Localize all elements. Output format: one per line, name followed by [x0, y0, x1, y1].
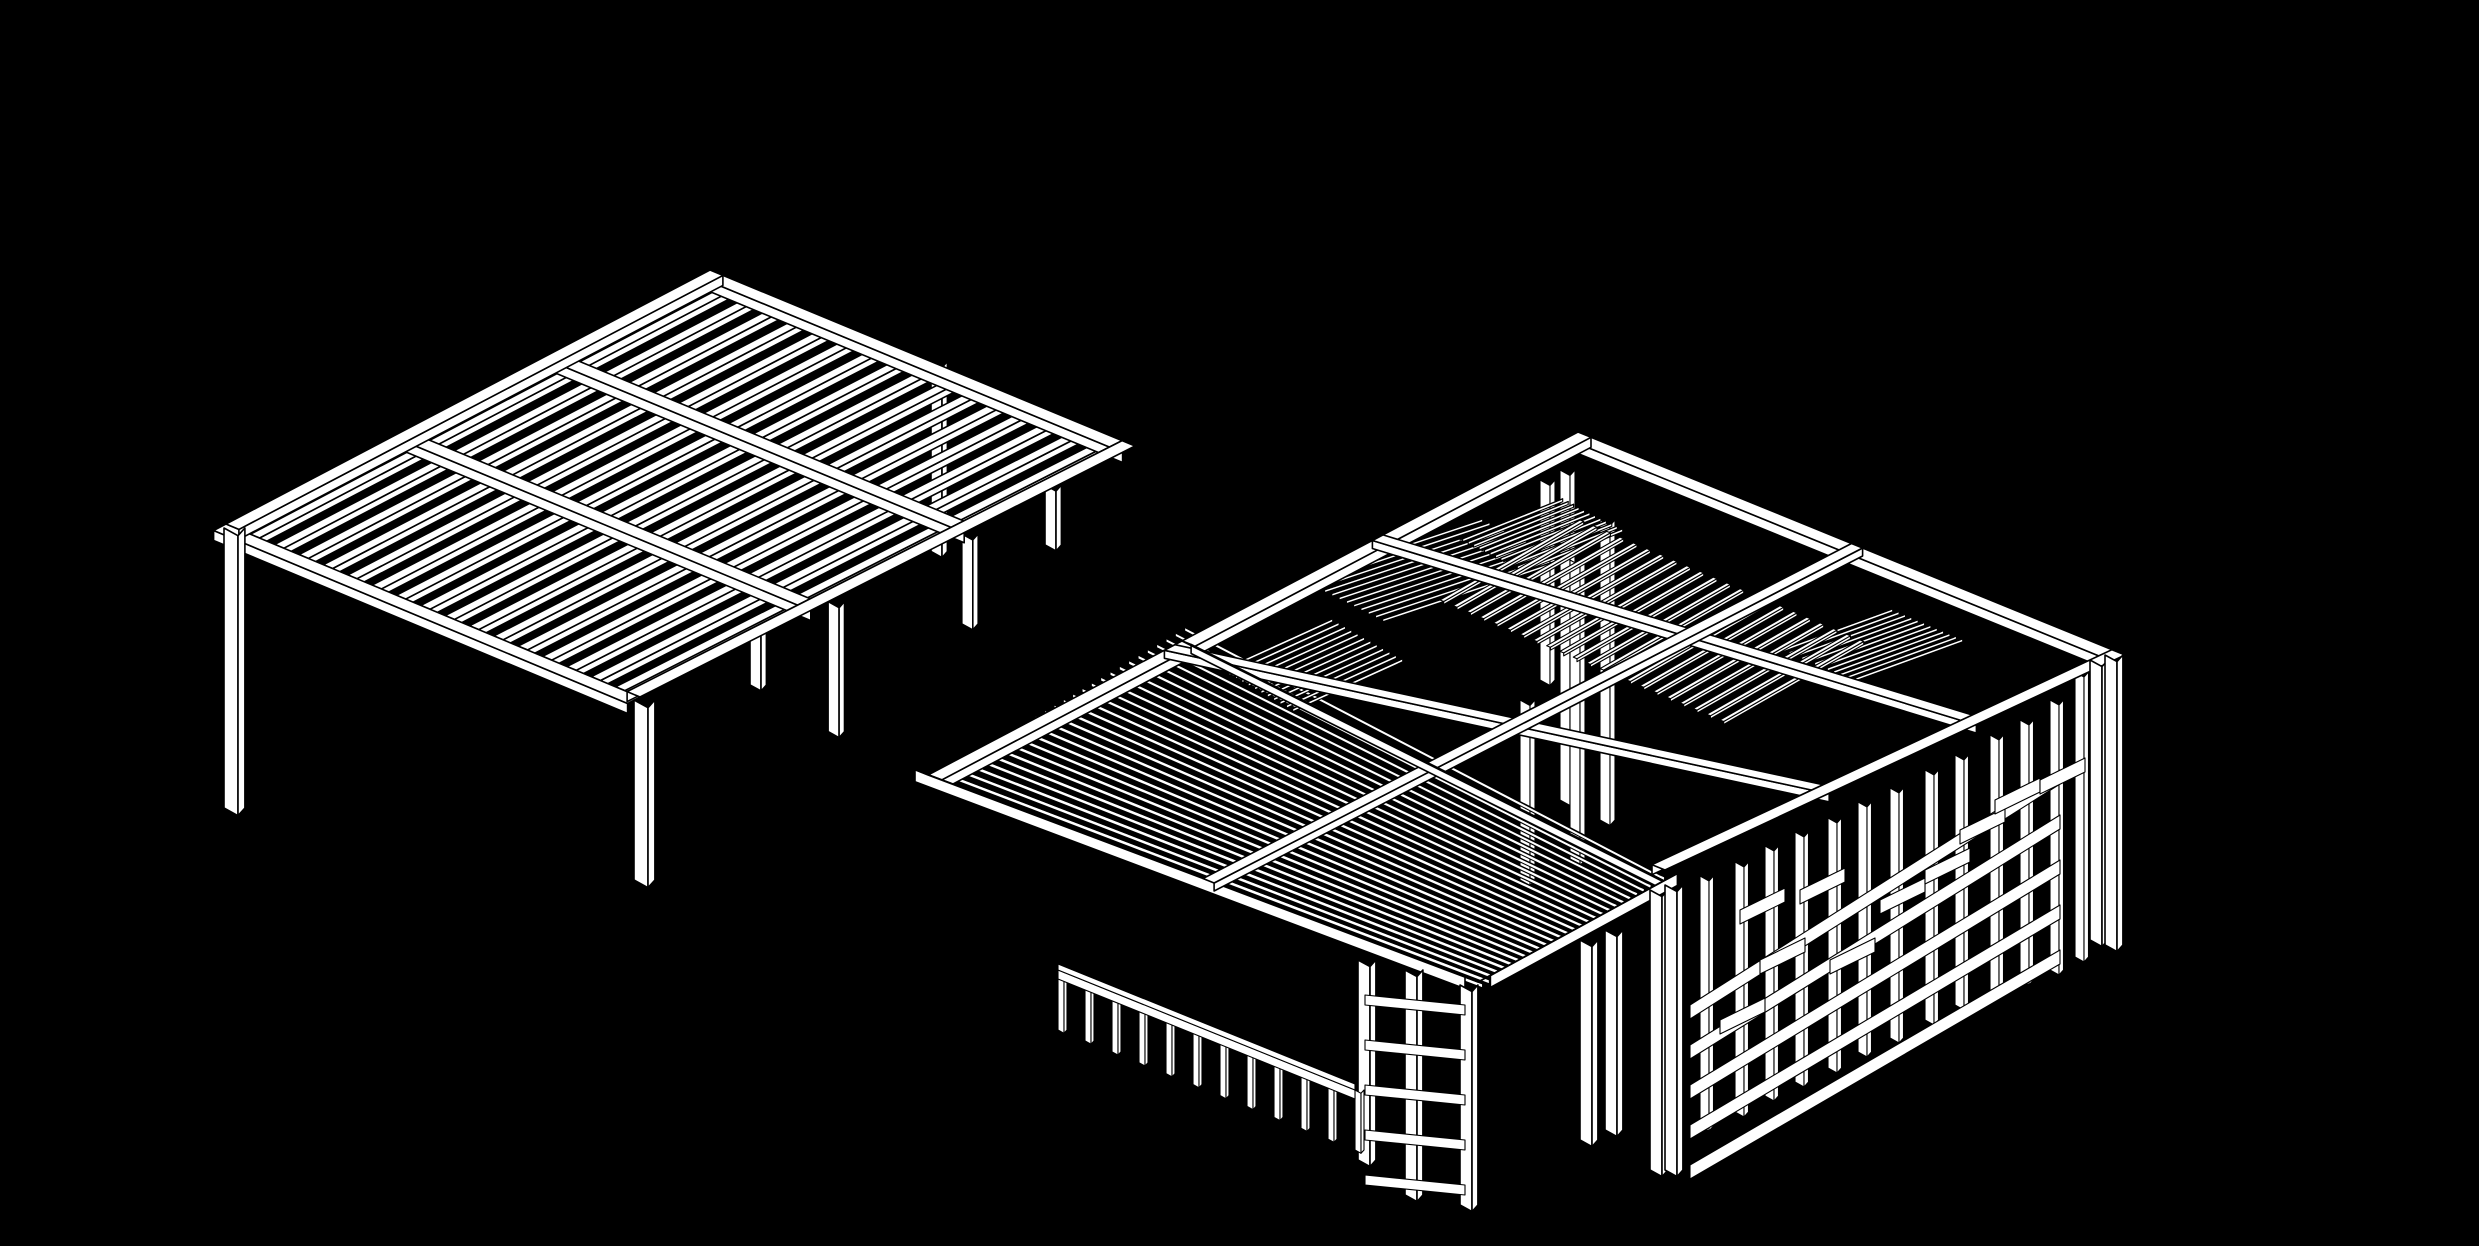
pavilion-wall-box-9 — [1799, 867, 1846, 905]
pavilion-wall-post-8 — [1857, 801, 1868, 1058]
pavilion-edge-ws — [914, 768, 1479, 983]
pavilion-front-post-4 — [1604, 929, 1618, 1138]
pavilion-hatch-2-5 — [1486, 511, 1591, 555]
pavilion-joist-a24 — [1151, 641, 1645, 890]
railing-rail-top — [1057, 963, 1356, 1091]
pavilion-hatch-3-7 — [1823, 627, 1938, 670]
pavilion-wall-rail-2 — [1689, 859, 2061, 1100]
pavilion-wall-post-10-side — [1803, 831, 1810, 1088]
pavilion-hatch-0-9 — [1276, 650, 1391, 704]
post-back-3-side — [971, 533, 980, 631]
pavilion-wall-rail-1 — [1689, 814, 2061, 1060]
pavilion-ladder-rung-1 — [1364, 1039, 1466, 1061]
post-back-2-side — [838, 600, 846, 739]
pavilion-edge-es — [1651, 648, 2126, 871]
pavilion-ladder-rung-4 — [1364, 1174, 1466, 1196]
pavilion-wall-post-1 — [2074, 671, 2085, 963]
pavilion-ladder-rung-3 — [1364, 1129, 1466, 1151]
pavilion-wall-post-8-side — [1866, 801, 1873, 1058]
pavilion-wall-rail-4 — [1689, 949, 2061, 1180]
pavilion-joist-a20 — [1114, 663, 1618, 906]
post-front-s — [633, 699, 649, 889]
pergola-girder-3 — [212, 523, 641, 705]
pavilion-joist-b7 — [1532, 559, 1678, 643]
pavilion-hatch-2-4 — [1481, 509, 1586, 552]
pavilion-wall-box-7 — [2039, 757, 2086, 795]
railing-post-11-side — [1360, 1089, 1365, 1154]
pergola-edge-nw — [225, 269, 724, 531]
pavilion-wall-box-4 — [1924, 847, 1971, 885]
post-back-2 — [827, 600, 840, 739]
pavilion-wall-box-2 — [1829, 937, 1876, 975]
railing-frame — [1057, 963, 1365, 1154]
pavilion-front-post-4-side — [1616, 929, 1624, 1138]
pavilion-joist-a19 — [1104, 668, 1612, 910]
pavilion-wall-box-8 — [1739, 887, 1786, 925]
pavilion-ladder-rung-2 — [1364, 1084, 1466, 1106]
pavilion-front-post-3 — [1579, 939, 1593, 1148]
post-back-3 — [960, 533, 974, 631]
pavilion-hatch-2-0 — [1459, 498, 1564, 541]
pavilion-edge-front — [1477, 872, 1679, 983]
pavilion-front-post-6-side — [1676, 884, 1684, 1178]
post-front-s-side — [647, 699, 656, 889]
pavilion-joist-b21 — [1719, 639, 1865, 723]
pavilion-joist-a23 — [1142, 646, 1639, 894]
pavilion-wall-post-10 — [1794, 831, 1805, 1088]
pavilion-wall-box-0 — [1719, 997, 1766, 1035]
pavilion-wall-box-1 — [1759, 937, 1806, 975]
pavilion-front-post-0-side — [1369, 959, 1377, 1168]
pavilion-front-post-7 — [2089, 659, 2103, 948]
pavilion-front-post-2-side — [1471, 984, 1479, 1213]
pavilion-wall-box-3 — [1879, 877, 1926, 915]
pavilion-joist-a22 — [1132, 652, 1632, 898]
pavilion-joist-a21 — [1123, 657, 1625, 902]
pavilion-wall-post-3-side — [2028, 719, 2035, 986]
pergola-edge-es — [626, 439, 1136, 698]
pavilion-wall-post-9 — [1827, 817, 1838, 1074]
pavilion-front-post-8-side — [2116, 654, 2124, 953]
pavilion-wall-post-12-side — [1743, 861, 1750, 1118]
pavilion-wall-post-1-side — [2083, 671, 2090, 963]
pergola-frame — [212, 269, 1136, 889]
pavilion-front-post-3-side — [1591, 939, 1599, 1148]
pavilion-front-post-5 — [1649, 889, 1663, 1178]
pavilion-frame — [914, 431, 2126, 1213]
post-back-4-side — [1055, 484, 1063, 552]
pavilion-hatch-2-1 — [1464, 500, 1569, 544]
post-front-w-side — [237, 527, 246, 817]
pavilion-wall-box-5 — [1959, 807, 2006, 845]
pavilion-wall-post-11 — [1764, 845, 1775, 1102]
post-front-w — [223, 527, 239, 817]
pavilion-wall-post-2-side — [2058, 699, 2065, 976]
post-back-4 — [1044, 484, 1057, 552]
pavilion-wall-rail-3 — [1689, 904, 2061, 1140]
pavilion-front-post-8 — [2104, 654, 2118, 953]
pavilion-hatch-2-3 — [1475, 506, 1580, 549]
pavilion-front-post-6 — [1664, 884, 1678, 1178]
pavilion-hatch-3-8 — [1830, 630, 1945, 673]
pavilion-ladder-rung-0 — [1364, 994, 1466, 1016]
pavilion-hatch-2-2 — [1470, 503, 1575, 547]
railing-post-11 — [1354, 1089, 1362, 1154]
pavilion-wall-post-2 — [2049, 699, 2060, 976]
pavilion-wall-post-11-side — [1773, 845, 1780, 1102]
pavilion-joist-b20 — [1706, 633, 1851, 717]
